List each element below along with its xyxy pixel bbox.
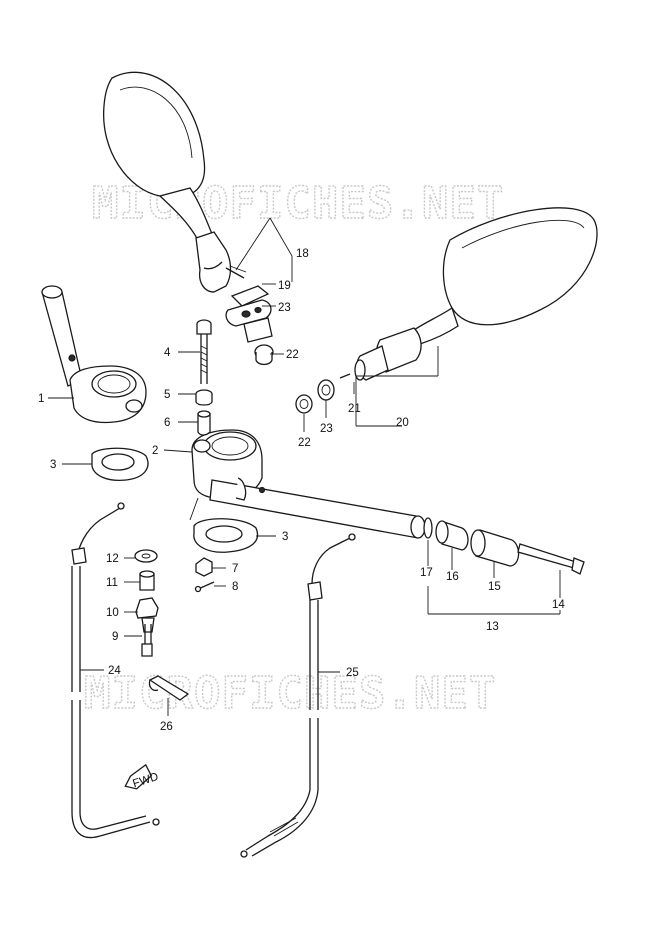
callout-5: 5 (164, 389, 170, 401)
callout-labels: 18 19 23 22 4 5 6 1 3 2 3 12 11 10 9 7 8… (38, 248, 565, 733)
callout-14: 14 (552, 599, 565, 611)
forward-direction-marker: FWD (124, 763, 160, 790)
callout-1: 1 (38, 393, 44, 405)
callout-10: 10 (106, 607, 119, 619)
callout-7: 7 (232, 563, 238, 575)
callout-12: 12 (106, 553, 119, 565)
leader-lines (48, 217, 561, 716)
callout-3-right: 3 (282, 531, 288, 543)
callout-19: 19 (278, 280, 291, 292)
right-clip-on-handle (189, 429, 426, 539)
callout-2: 2 (152, 445, 158, 457)
callout-9: 9 (112, 631, 118, 643)
throttle-cable-25 (240, 533, 356, 858)
bar-end-weights (423, 517, 585, 575)
callout-16: 16 (446, 571, 459, 583)
watermark-bottom: MICROFICHES.NET (84, 668, 496, 719)
callout-23-upper: 23 (278, 302, 291, 314)
mirror-mount-parts (225, 285, 274, 366)
right-mirror (295, 207, 598, 414)
callout-6: 6 (164, 417, 170, 429)
clamp-bolt-parts (195, 319, 213, 436)
callout-15: 15 (488, 581, 501, 593)
callout-17: 17 (420, 567, 433, 579)
callout-4: 4 (164, 347, 171, 359)
callout-20: 20 (396, 417, 409, 429)
callout-21: 21 (348, 403, 361, 415)
callout-25: 25 (346, 667, 359, 679)
callout-22-lower: 22 (298, 437, 311, 449)
callout-11: 11 (106, 577, 118, 589)
lower-small-parts (134, 549, 215, 657)
callout-22-upper: 22 (286, 349, 299, 361)
callout-13: 13 (486, 621, 499, 633)
callout-8: 8 (232, 581, 238, 593)
callout-24: 24 (108, 665, 121, 677)
throttle-cable-24 (71, 502, 160, 839)
collars (91, 447, 259, 553)
callout-26: 26 (160, 721, 173, 733)
cable-clamp-26 (148, 675, 190, 701)
callout-23-lower: 23 (320, 423, 333, 435)
callout-3-left: 3 (50, 459, 56, 471)
left-mirror (103, 71, 247, 293)
callout-18: 18 (296, 248, 309, 260)
left-clip-on-handle (41, 285, 147, 424)
